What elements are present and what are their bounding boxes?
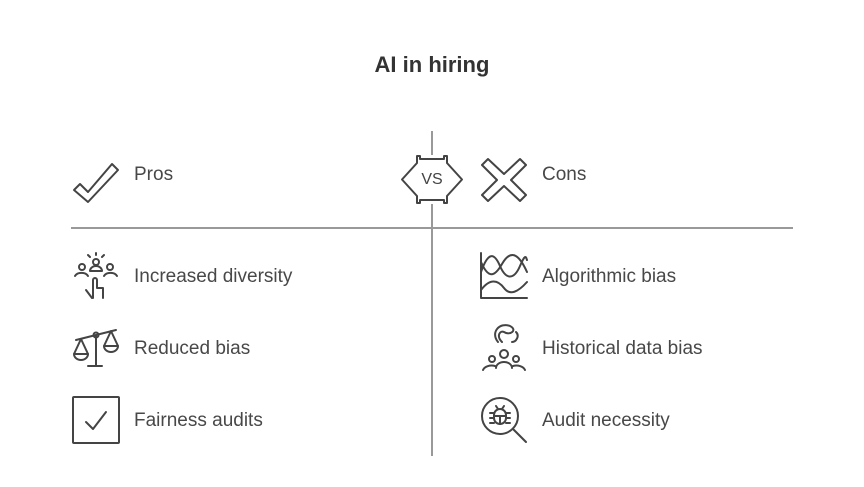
cons-header: Cons [542,164,587,185]
cons-item-label: Audit necessity [542,410,670,431]
vs-badge [401,155,463,204]
wave-chart-icon [480,252,528,299]
cons-item-label: Algorithmic bias [542,266,677,287]
page-title: AI in hiring [374,52,490,77]
pros-item-label: Increased diversity [134,266,293,287]
horizontal-divider [71,227,793,229]
diversity-hand-icon [74,252,118,299]
pros-item-label: Reduced bias [134,338,251,359]
checkmark-icon [73,163,119,203]
bug-search-icon [481,397,527,443]
scale-icon [73,329,119,367]
cons-item-label: Historical data bias [542,338,703,359]
vertical-divider [431,131,433,155]
x-mark-icon [481,158,527,202]
pros-item-label: Fairness audits [134,410,263,431]
vertical-divider [431,204,433,456]
checkbox-icon [72,396,120,444]
vs-label: VS [421,171,443,188]
pros-header: Pros [134,164,174,185]
group-history-icon [482,324,526,371]
